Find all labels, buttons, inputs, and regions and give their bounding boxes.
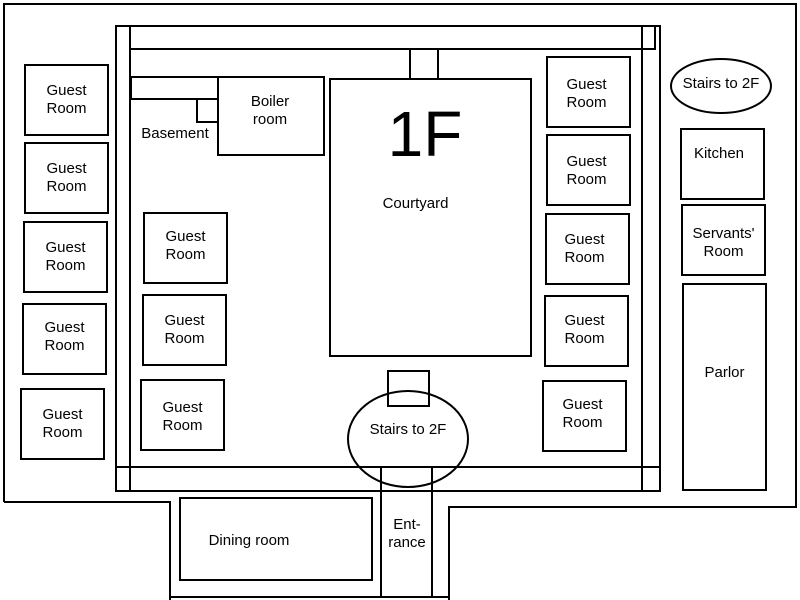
guest-room-label: Guest Room bbox=[564, 312, 605, 347]
guest-room bbox=[142, 294, 227, 366]
guest-room-label: Guest Room bbox=[42, 406, 83, 441]
guest-room bbox=[544, 295, 629, 367]
guest-room bbox=[542, 380, 627, 452]
dining-room-label: Dining room bbox=[208, 532, 290, 549]
guest-room bbox=[24, 142, 109, 214]
kitchen-label: Kitchen bbox=[693, 145, 745, 162]
guest-room-label: Guest Room bbox=[45, 239, 86, 274]
guest-room-label: Guest Room bbox=[162, 399, 203, 434]
outer-wall-west-wing bbox=[4, 501, 171, 600]
servants-room-label: Servants' Room bbox=[692, 225, 755, 260]
guest-room bbox=[24, 64, 109, 136]
basement-label: Basement bbox=[141, 125, 209, 142]
guest-room bbox=[545, 213, 630, 285]
parlor-label: Parlor bbox=[704, 364, 745, 381]
guest-room-label: Guest Room bbox=[164, 312, 205, 347]
basement-stair-box bbox=[196, 98, 219, 123]
guest-room-label: Guest Room bbox=[165, 228, 206, 263]
servants-room bbox=[681, 204, 766, 276]
guest-room bbox=[546, 56, 631, 128]
boiler-room-label: Boiler room bbox=[250, 93, 290, 128]
guest-room bbox=[23, 221, 108, 293]
guest-room-label: Guest Room bbox=[562, 396, 603, 431]
guest-room bbox=[22, 303, 107, 375]
north-corridor bbox=[129, 25, 656, 50]
parlor bbox=[682, 283, 767, 491]
floor-label: 1F bbox=[387, 98, 463, 170]
guest-room bbox=[143, 212, 228, 284]
central-stairs bbox=[347, 390, 469, 488]
guest-room-label: Guest Room bbox=[46, 82, 87, 117]
guest-room bbox=[140, 379, 225, 451]
east-stairs-label: Stairs to 2F bbox=[682, 75, 760, 92]
stairs-landing bbox=[387, 370, 430, 407]
dining-room bbox=[179, 497, 373, 581]
guest-room-label: Guest Room bbox=[46, 160, 87, 195]
courtyard-label: Courtyard bbox=[382, 195, 449, 212]
outer-wall bbox=[3, 3, 797, 600]
guest-room bbox=[546, 134, 631, 206]
basement-passage bbox=[130, 76, 219, 100]
courtyard bbox=[329, 78, 532, 357]
boiler-room bbox=[217, 76, 325, 156]
central-stairs-label: Stairs to 2F bbox=[369, 421, 447, 438]
kitchen bbox=[680, 128, 765, 200]
guest-room-label: Guest Room bbox=[564, 231, 605, 266]
guest-room-label: Guest Room bbox=[566, 76, 607, 111]
guest-room bbox=[20, 388, 105, 460]
guest-room-label: Guest Room bbox=[566, 153, 607, 188]
entrance-label: Ent- rance bbox=[388, 516, 426, 551]
guest-room-label: Guest Room bbox=[44, 319, 85, 354]
east-stairs bbox=[670, 58, 772, 114]
